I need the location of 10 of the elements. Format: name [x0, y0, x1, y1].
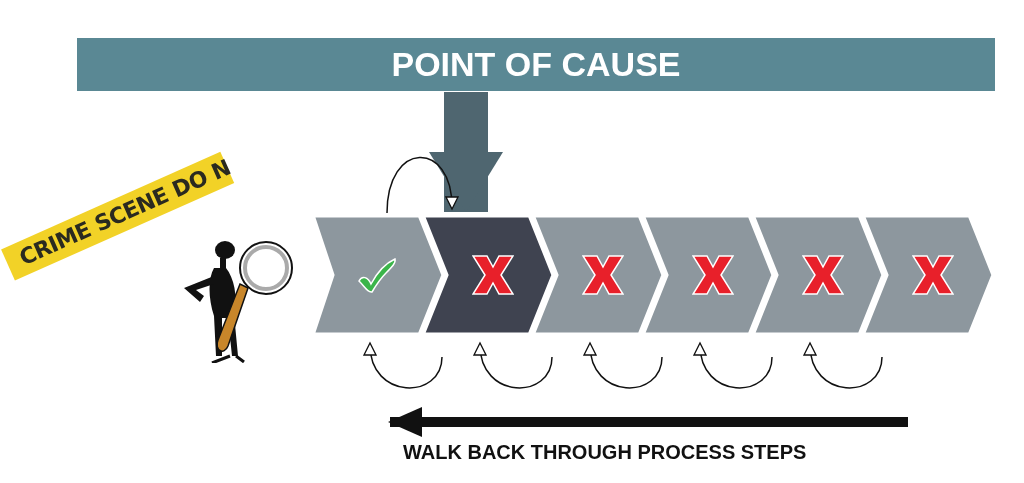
curved-arrow [386, 156, 458, 214]
curved-arrow [694, 342, 773, 389]
curved-arrow [364, 342, 443, 389]
curved-arrow [584, 342, 663, 389]
title-banner [77, 38, 995, 91]
down-arrow [429, 92, 503, 212]
curved-arrow [804, 342, 883, 389]
caption-text: WALK BACK THROUGH PROCESS STEPS [403, 440, 808, 465]
banner-title: POINT OF CAUSE [391, 44, 681, 85]
curved-arrow [474, 342, 553, 389]
